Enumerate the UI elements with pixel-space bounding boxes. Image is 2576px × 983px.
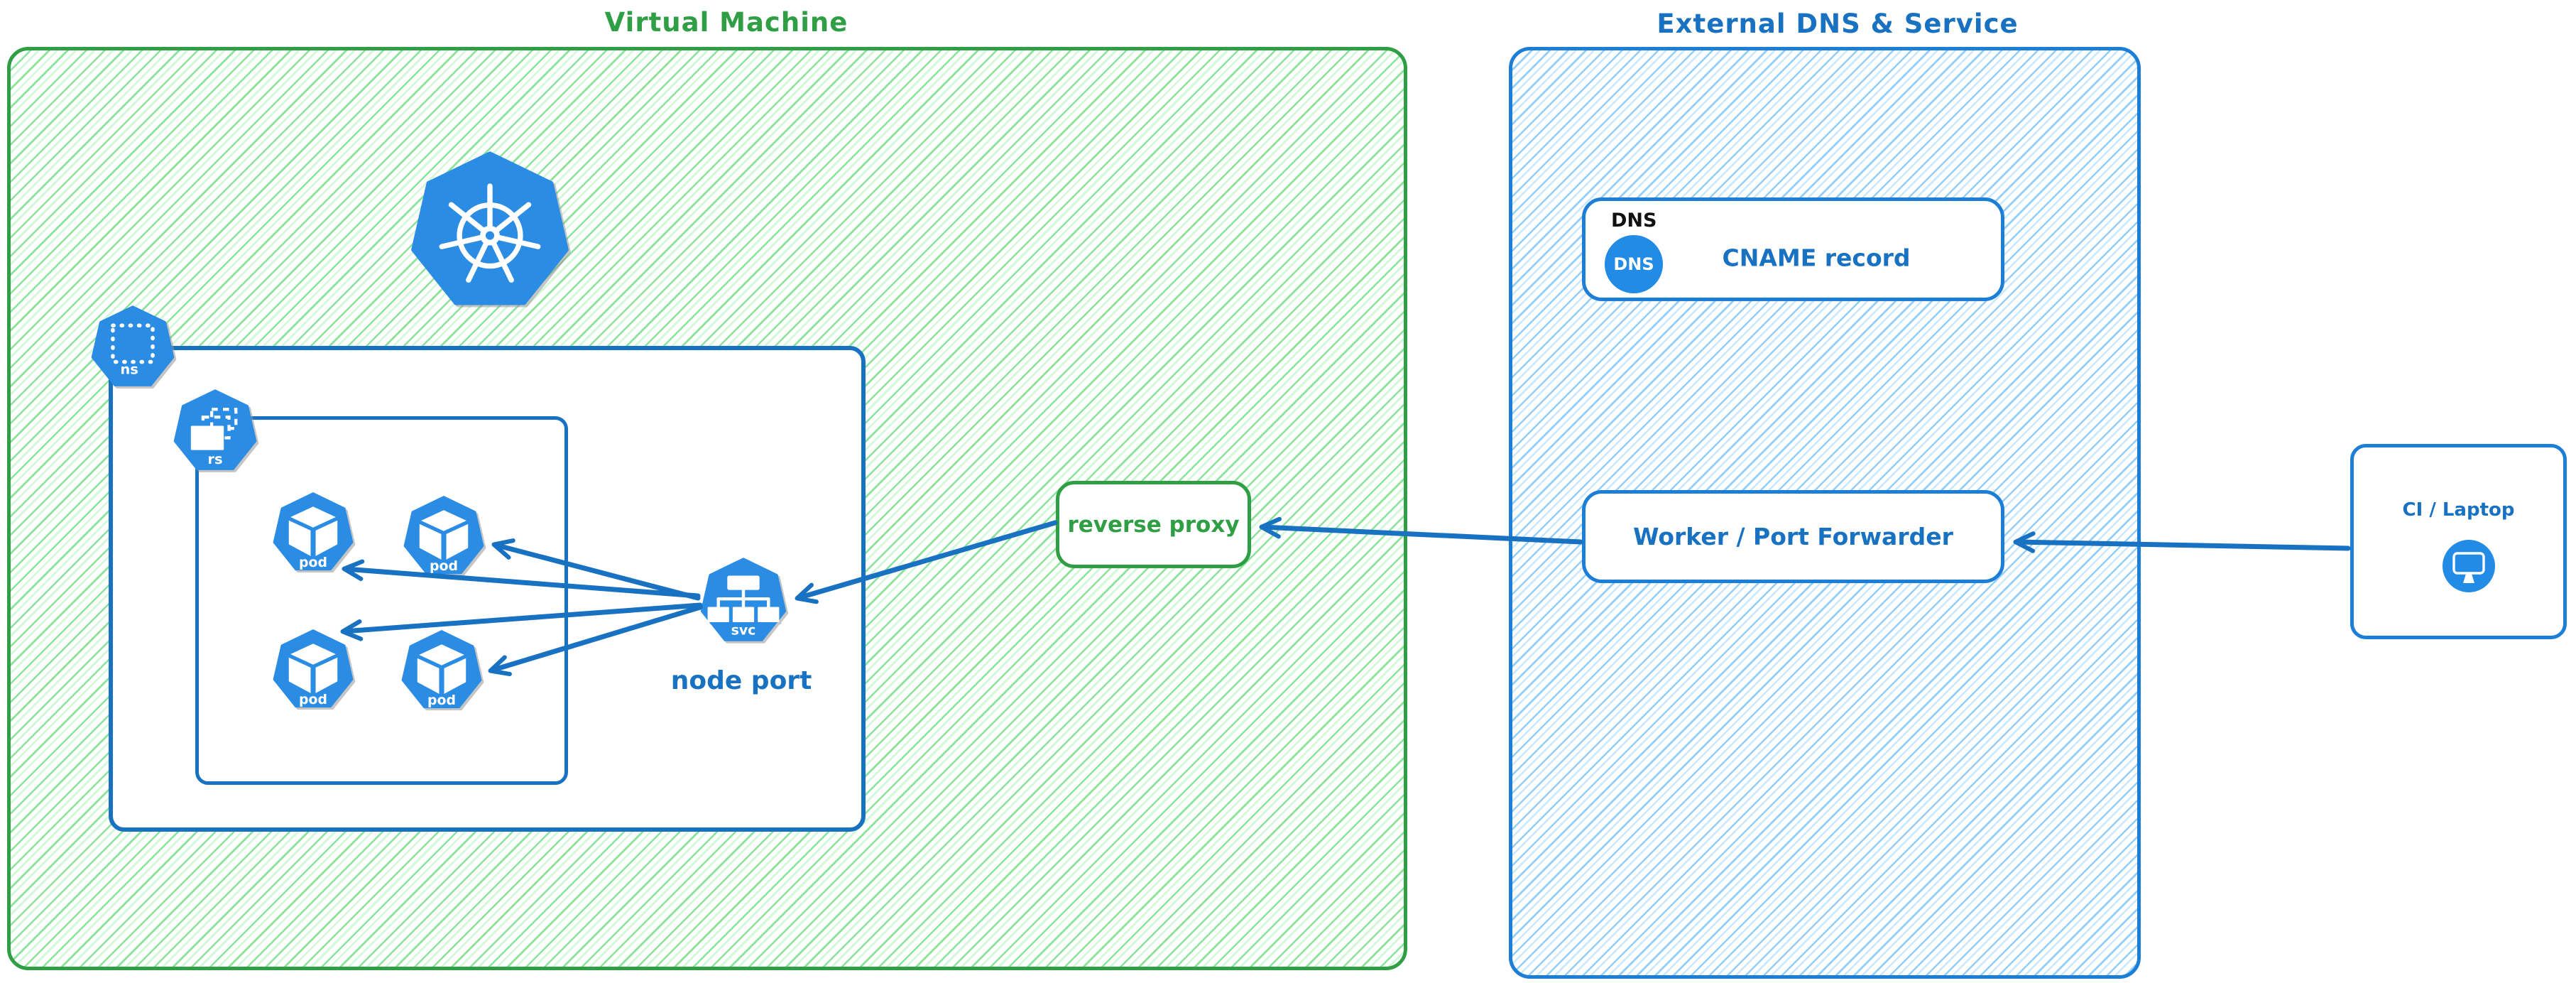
kubernetes-icon bbox=[411, 151, 569, 305]
pod-icon-label: pod bbox=[299, 692, 327, 707]
dns-icon: DNS bbox=[1605, 235, 1663, 293]
pod-icon-label: pod bbox=[299, 555, 327, 570]
dns-card: DNS DNS CNAME record bbox=[1582, 197, 2004, 301]
dns-tag: DNS bbox=[1611, 210, 1657, 232]
ci-laptop-label: CI / Laptop bbox=[2402, 499, 2515, 521]
pod-icon-label: pod bbox=[430, 558, 458, 574]
worker-port-forwarder-card: Worker / Port Forwarder bbox=[1582, 490, 2004, 583]
monitor-icon bbox=[2443, 540, 2495, 592]
node-port-label: node port bbox=[670, 666, 812, 695]
replicaset-icon: rs bbox=[173, 389, 257, 470]
cname-record-label: CNAME record bbox=[1722, 244, 1911, 272]
replicaset-icon-label: rs bbox=[207, 451, 222, 467]
reverse-proxy-card: reverse proxy bbox=[1056, 481, 1251, 568]
pod-icon: pod bbox=[401, 630, 482, 708]
pod-icon: pod bbox=[273, 492, 354, 570]
pod-icon-label: pod bbox=[427, 693, 456, 708]
namespace-icon-label: ns bbox=[120, 362, 138, 378]
dns-icon-text: DNS bbox=[1613, 254, 1654, 274]
ci-laptop-card: CI / Laptop bbox=[2350, 444, 2567, 639]
service-icon: svc bbox=[700, 558, 787, 641]
reverse-proxy-label: reverse proxy bbox=[1067, 511, 1240, 538]
service-icon-label: svc bbox=[731, 623, 756, 639]
pod-icon: pod bbox=[403, 496, 484, 574]
external-region-title: External DNS & Service bbox=[1657, 9, 2019, 39]
namespace-icon: ns bbox=[91, 305, 175, 386]
pod-icon: pod bbox=[273, 629, 354, 707]
vm-region-title: Virtual Machine bbox=[604, 7, 848, 38]
worker-port-forwarder-label: Worker / Port Forwarder bbox=[1633, 523, 1953, 550]
replicaset-box bbox=[195, 416, 568, 785]
